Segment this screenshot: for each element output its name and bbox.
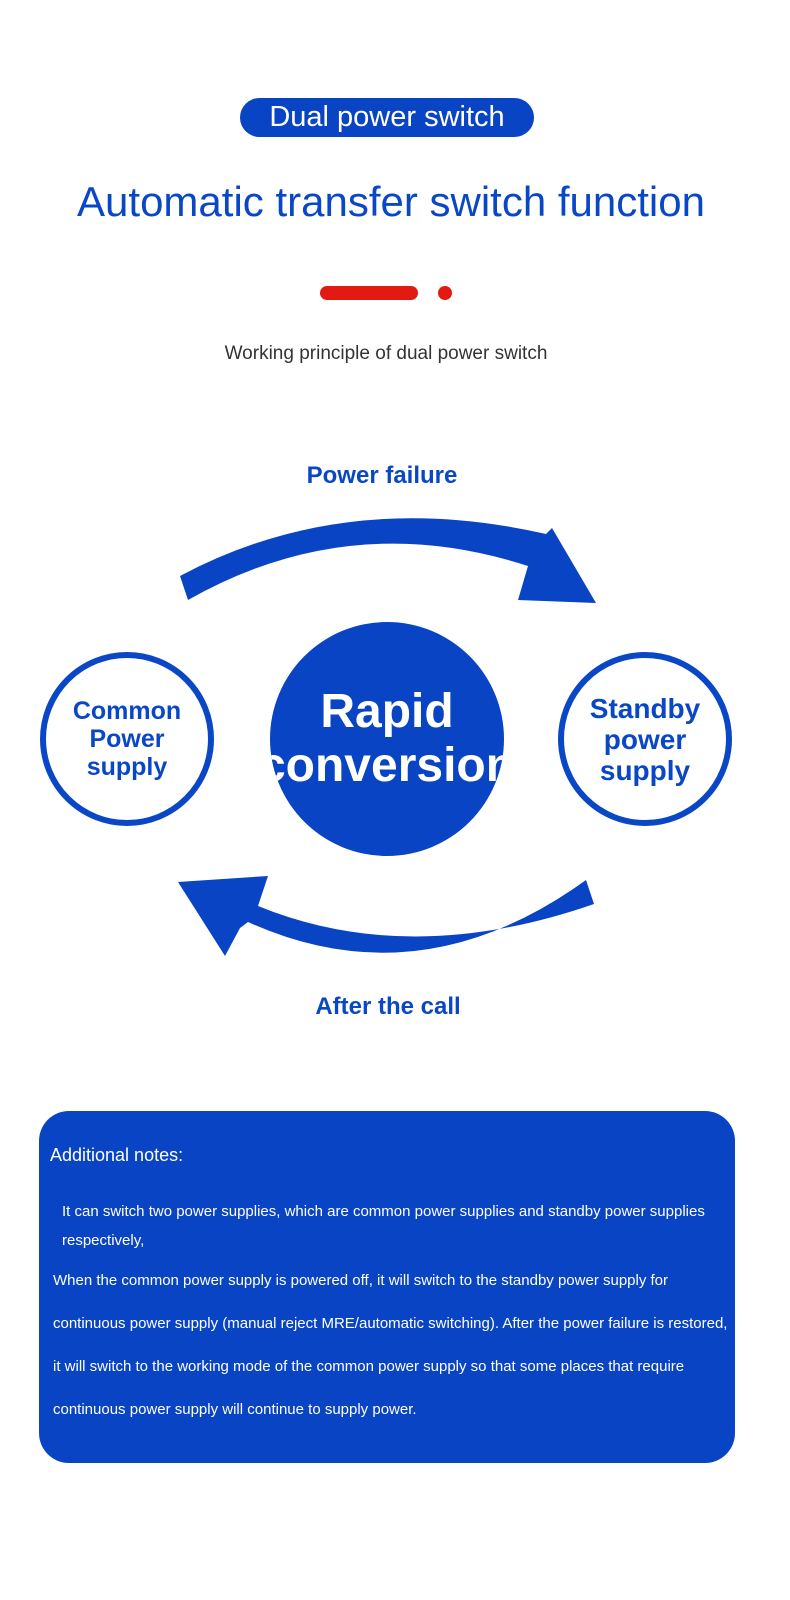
- common-power-label: Common Power supply: [72, 697, 182, 781]
- title-divider-bar: [320, 286, 418, 300]
- standby-power-label: Standby power supply: [589, 692, 701, 786]
- after-the-call-label: After the call: [315, 993, 461, 1020]
- notes-paragraph-2: When the common power supply is powered …: [53, 1272, 728, 1418]
- page-subtitle: Working principle of dual power switch: [224, 343, 548, 364]
- switch-cycle-diagram: Power failure Common Power supply Rapid …: [0, 440, 790, 1060]
- additional-notes-panel: Additional notes: It can switch two powe…: [39, 1111, 735, 1463]
- power-failure-label: Power failure: [306, 462, 458, 489]
- section-badge: Dual power switch: [240, 98, 534, 137]
- page-title: Automatic transfer switch function: [77, 178, 705, 225]
- arrow-left-icon: [178, 876, 594, 956]
- diagram-arrows: [178, 518, 596, 956]
- common-power-circle: Common Power supply: [40, 652, 214, 826]
- arrow-right-icon: [180, 518, 596, 603]
- rapid-conversion-label: Rapid conversion: [270, 685, 504, 792]
- notes-paragraph-1: It can switch two power supplies, which …: [62, 1203, 705, 1249]
- standby-power-circle: Standby power supply: [558, 652, 732, 826]
- notes-title: Additional notes:: [50, 1145, 184, 1165]
- title-divider-dot: [438, 286, 452, 300]
- rapid-conversion-circle: Rapid conversion: [270, 622, 504, 856]
